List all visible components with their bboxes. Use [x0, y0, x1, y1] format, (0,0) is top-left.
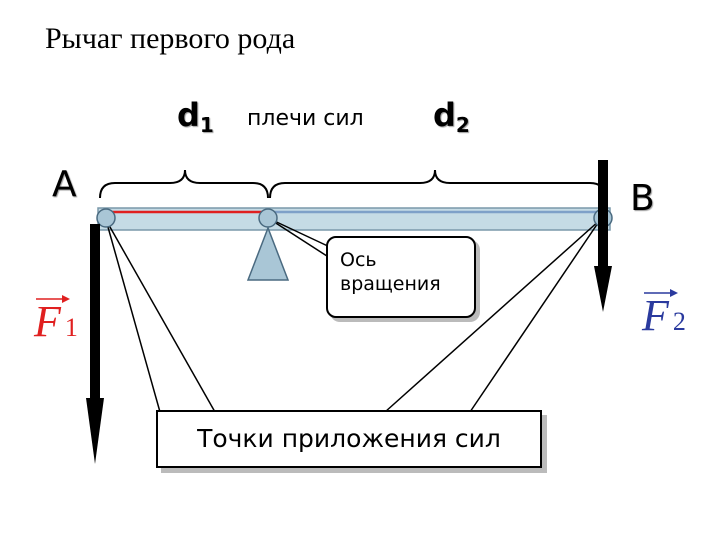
- force-index: 1: [64, 313, 78, 342]
- force-index: 2: [672, 307, 686, 336]
- axis-callout-line2: вращения: [340, 273, 441, 295]
- force-symbol: F: [642, 291, 669, 340]
- arm-letter: d: [433, 96, 456, 134]
- arm-letter: d: [177, 96, 200, 134]
- pointer-lines: [105, 217, 601, 413]
- arm-index: 2: [455, 113, 470, 137]
- joint-left: [96, 208, 116, 228]
- force-arrow-left: [86, 224, 104, 464]
- axis-callout-line1: Ось: [340, 249, 377, 271]
- arm-label-d2: d2: [433, 96, 470, 137]
- slide-title: Рычаг первого рода: [45, 22, 296, 55]
- axis-callout: Ось вращения: [326, 236, 476, 318]
- joint-fulcrum: [258, 208, 278, 228]
- fulcrum-triangle: [246, 225, 290, 281]
- force-symbol: F: [34, 297, 61, 346]
- end-label-a: A: [52, 164, 77, 205]
- arm-label-d1: d1: [177, 96, 214, 137]
- brace-d1: [99, 169, 269, 199]
- force-arrow-right: [594, 160, 612, 312]
- arms-caption: плечи сил: [247, 106, 364, 131]
- brace-d2: [269, 169, 606, 199]
- application-points-box: Точки приложения сил: [156, 410, 542, 468]
- vector-arrow-icon: [36, 295, 70, 303]
- arm-index: 1: [199, 113, 214, 137]
- vector-arrow-icon: [644, 289, 678, 297]
- end-label-b: B: [630, 178, 655, 219]
